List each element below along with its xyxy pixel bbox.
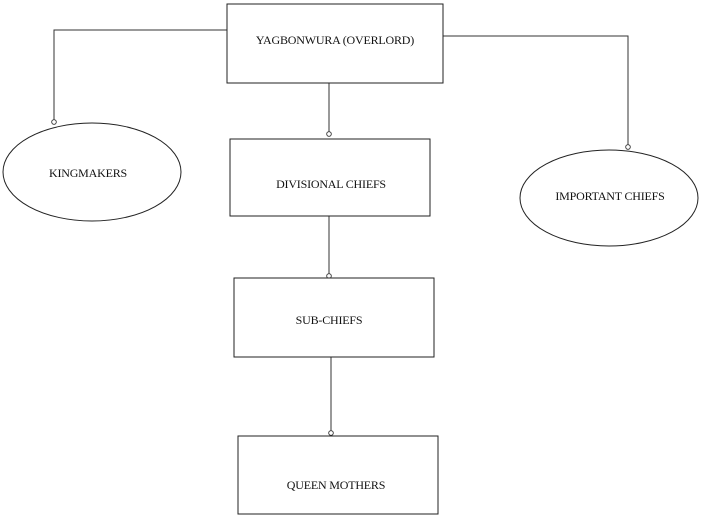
node-important-chiefs-label: IMPORTANT CHIEFS <box>555 189 664 203</box>
node-queen-mothers: QUEEN MOTHERS <box>237 435 439 515</box>
arrow-tip-queen <box>328 430 334 436</box>
node-sub-chiefs: SUB-CHIEFS <box>233 277 435 358</box>
node-queen-mothers-label: QUEEN MOTHERS <box>287 478 385 492</box>
node-kingmakers-label: KINGMAKERS <box>49 166 127 180</box>
arrow-tip-kingmakers <box>51 119 57 125</box>
node-divisional-chiefs: DIVISIONAL CHIEFS <box>229 138 431 217</box>
arrow-tip-important <box>625 144 631 150</box>
connector-overlord-to-important <box>443 35 629 145</box>
arrow-tip-divisional <box>326 131 332 137</box>
node-important-chiefs: IMPORTANT CHIEFS <box>519 149 699 247</box>
node-kingmakers: KINGMAKERS <box>2 122 182 222</box>
node-overlord-label: YAGBONWURA (OVERLORD) <box>256 33 414 47</box>
node-sub-chiefs-label: SUB-CHIEFS <box>296 313 363 327</box>
connector-overlord-to-kingmakers <box>53 29 227 120</box>
node-divisional-chiefs-label: DIVISIONAL CHIEFS <box>276 177 386 191</box>
node-overlord: YAGBONWURA (OVERLORD) <box>226 3 444 84</box>
